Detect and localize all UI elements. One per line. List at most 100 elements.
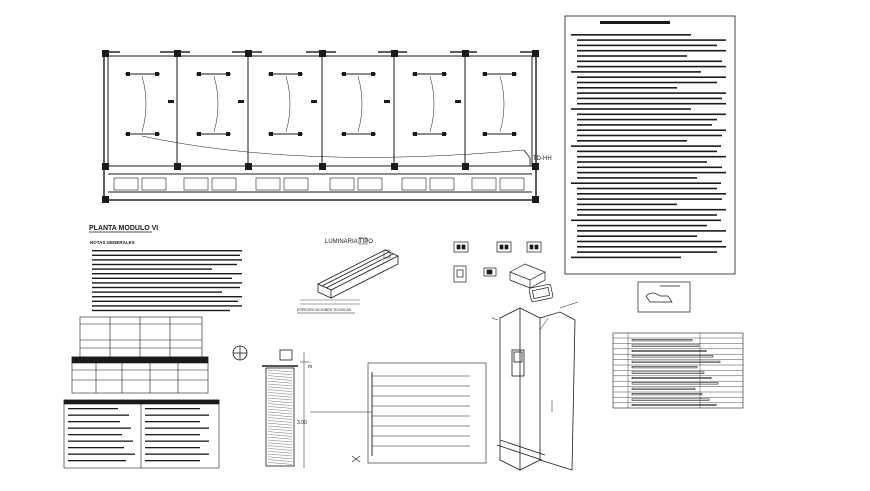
- legend-text-line: [631, 403, 717, 406]
- hatch-stroke: [267, 423, 293, 426]
- wall-section: [232, 345, 310, 468]
- spec-text-line: [577, 208, 726, 211]
- table-text-line: [145, 414, 209, 416]
- spec-text-line: [571, 256, 681, 259]
- legend-table: [612, 332, 744, 409]
- spec-text-line: [577, 113, 726, 116]
- note-text-line: [92, 263, 237, 266]
- hatch-stroke: [267, 437, 293, 440]
- spec-text-line: [577, 240, 722, 243]
- hatch-stroke: [267, 383, 293, 387]
- left-table-middle: [71, 356, 209, 394]
- spec-text-line: [577, 246, 726, 248]
- table-text-line: [68, 434, 122, 436]
- legend-text-line: [631, 349, 707, 352]
- hatch-stroke: [267, 428, 293, 431]
- hatch-stroke: [267, 414, 293, 417]
- hatch-stroke: [267, 462, 293, 465]
- hatch-stroke: [267, 369, 293, 373]
- hatch-stroke: [267, 403, 293, 406]
- hatch-stroke: [267, 453, 293, 457]
- note-text-line: [92, 291, 222, 293]
- legend-text-line: [631, 371, 705, 374]
- table-text-line: [145, 453, 209, 455]
- note-text-line: [92, 305, 242, 307]
- note-text-line: [92, 282, 242, 284]
- spec-text-line: [577, 140, 687, 142]
- luminaire-title-box: [358, 237, 368, 245]
- note-text-line: [92, 250, 242, 252]
- note-text-line: [92, 268, 212, 270]
- spec-text-line: [577, 76, 726, 78]
- spec-text-line: [577, 55, 687, 57]
- note-text-line: [92, 300, 238, 302]
- hatch-stroke: [267, 434, 293, 437]
- note-text-line: [92, 259, 242, 261]
- spec-text-line: [577, 235, 697, 237]
- hatch-stroke: [267, 392, 293, 395]
- small-detail: [637, 281, 691, 313]
- hatch-stroke: [267, 372, 293, 375]
- spec-text-line: [577, 60, 722, 63]
- hatch-stroke: [267, 459, 293, 462]
- spec-text-line: [577, 166, 722, 169]
- note-text-line: [92, 286, 240, 289]
- hatch-stroke: [267, 411, 293, 415]
- spec-text-line: [577, 65, 726, 68]
- spec-text-line: [577, 39, 726, 41]
- spec-text-line: [571, 219, 721, 222]
- hatch-stroke: [267, 381, 293, 384]
- spec-text-line: [571, 182, 721, 184]
- table-text-line: [68, 421, 120, 423]
- table-text-line: [68, 453, 135, 455]
- spec-text-line: [577, 134, 722, 137]
- spec-text-line: [577, 224, 707, 227]
- spec-text-line: [577, 155, 726, 158]
- hatch-stroke: [267, 395, 293, 398]
- scale-unit-label: m: [308, 364, 312, 370]
- hatch-stroke: [267, 425, 293, 429]
- general-notes-block: NOTAS GENERALES: [90, 240, 242, 312]
- table-text-line: [145, 427, 209, 429]
- legend-text-line: [631, 360, 721, 363]
- spec-text-line: [577, 230, 726, 232]
- luminaire-title: LUMINARIA TIPO: [325, 239, 373, 245]
- hatch-stroke: [267, 442, 293, 445]
- spec-text-line: [577, 251, 717, 253]
- table-text-line: [145, 421, 200, 423]
- table-text-line: [145, 447, 200, 449]
- luminaire-spec-label: ESPECIFICACIONES TECNICAS: [297, 308, 352, 312]
- spec-text-line: [577, 102, 726, 105]
- table-text-line: [145, 440, 209, 442]
- luminaire-detail: [300, 249, 399, 305]
- note-text-line: [92, 254, 240, 256]
- spec-text-line: [577, 203, 677, 206]
- legend-text-line: [631, 339, 693, 342]
- hatch-stroke: [267, 456, 293, 459]
- hatch-stroke: [267, 397, 293, 401]
- hatch-stroke: [267, 417, 293, 420]
- table-text-line: [68, 440, 133, 442]
- legend-text-line: [631, 344, 700, 347]
- spec-text-line: [571, 71, 701, 73]
- left-table-upper: [79, 316, 203, 358]
- spec-text-line: [577, 161, 707, 163]
- note-text-line: [92, 296, 242, 298]
- table-text-line: [68, 414, 129, 416]
- table-text-line: [145, 460, 200, 462]
- hatch-stroke: [267, 378, 293, 381]
- device-symbols: [453, 241, 554, 303]
- general-notes-title: NOTAS GENERALES: [90, 240, 135, 245]
- legend-text-line: [631, 376, 712, 379]
- hatch-stroke: [267, 386, 293, 389]
- note-text-line: [92, 277, 232, 279]
- spec-text-line: [577, 129, 726, 131]
- plan-title-block: PLANTA MODULO VI: [89, 225, 158, 233]
- note-text-line: [92, 273, 242, 275]
- table-text-line: [68, 408, 118, 410]
- table-text-line: [145, 434, 200, 436]
- legend-text-line: [631, 382, 719, 385]
- spec-text-line: [577, 171, 726, 174]
- hatch-stroke: [267, 445, 293, 448]
